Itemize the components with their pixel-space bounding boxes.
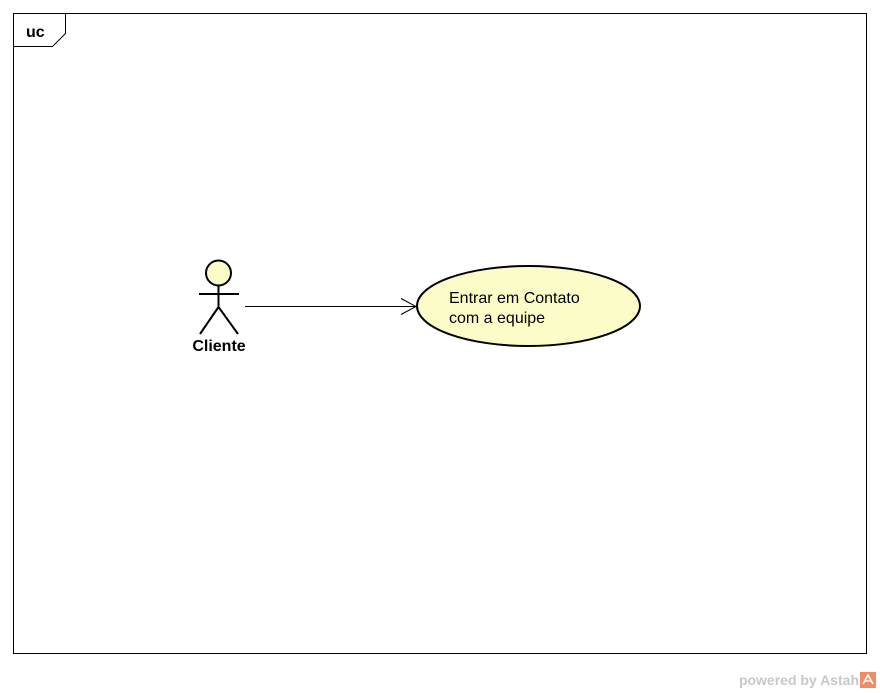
use-case-label-line1: Entrar em Contato bbox=[449, 290, 580, 307]
use-case-ellipse bbox=[416, 265, 641, 347]
actor-right-leg bbox=[217, 306, 239, 335]
actor-left-leg bbox=[199, 306, 220, 335]
actor-name: Cliente bbox=[192, 338, 245, 355]
use-case-label-line2: com a equipe bbox=[449, 310, 545, 327]
astah-watermark: powered by Astah bbox=[739, 671, 876, 689]
diagram-frame bbox=[13, 13, 867, 654]
actor-head bbox=[205, 259, 232, 287]
frame-label: uc bbox=[26, 24, 45, 41]
use-case-entrar-em-contato[interactable]: Entrar em Contato com a equipe bbox=[416, 265, 641, 347]
association-arrowhead bbox=[400, 298, 418, 315]
astah-logo-icon bbox=[860, 672, 876, 688]
frame-label-tab bbox=[13, 13, 66, 47]
actor-cliente[interactable]: Cliente bbox=[192, 259, 246, 356]
watermark-text: powered by Astah bbox=[738, 672, 859, 688]
association-line[interactable] bbox=[245, 298, 418, 315]
